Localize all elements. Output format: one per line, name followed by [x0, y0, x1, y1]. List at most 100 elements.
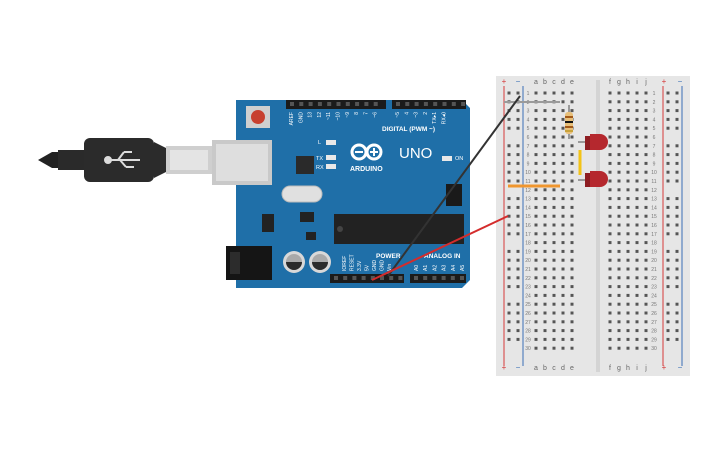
- usb-cable[interactable]: [38, 138, 212, 182]
- breadboard-hole: [644, 320, 648, 324]
- header-hole: [389, 276, 394, 280]
- breadboard-hole: [561, 346, 565, 350]
- rail-hole: [507, 170, 511, 174]
- breadboard-hole: [644, 126, 648, 130]
- breadboard-hole: [617, 188, 621, 192]
- breadboard-hole: [543, 329, 547, 333]
- breadboard-hole: [552, 153, 556, 157]
- l-label: L: [318, 140, 321, 146]
- column-letter: e: [570, 365, 574, 372]
- breadboard-hole: [552, 135, 556, 139]
- led-l-indicator: [326, 140, 336, 145]
- rail-hole: [507, 161, 511, 165]
- rail-hole: [507, 179, 511, 183]
- rail-hole: [675, 232, 679, 236]
- header-hole: [423, 276, 428, 280]
- breadboard-hole: [534, 179, 538, 183]
- column-letter: i: [636, 79, 638, 86]
- breadboard-hole: [635, 346, 639, 350]
- breadboard-hole: [534, 117, 538, 121]
- breadboard-hole: [626, 153, 630, 157]
- breadboard-hole: [608, 91, 612, 95]
- row-number: 19: [525, 249, 531, 255]
- rail-hole: [675, 267, 679, 271]
- breadboard-hole: [644, 329, 648, 333]
- rail-hole: [516, 337, 520, 341]
- row-number: 23: [525, 285, 531, 291]
- brand-label: ARDUINO: [350, 166, 383, 173]
- breadboard-hole: [534, 214, 538, 218]
- led-top[interactable]: [578, 134, 608, 150]
- rail-hole: [507, 267, 511, 271]
- reset-button[interactable]: [246, 106, 270, 128]
- pin-label: 12: [317, 112, 323, 118]
- resistor[interactable]: [565, 105, 573, 139]
- breadboard-hole: [617, 311, 621, 315]
- rail-hole: [666, 117, 670, 121]
- power-header[interactable]: [330, 274, 466, 283]
- breadboard-hole: [543, 170, 547, 174]
- rail-hole: [507, 117, 511, 121]
- digital-header[interactable]: [286, 100, 466, 109]
- led-bottom[interactable]: [578, 171, 608, 187]
- breadboard-hole: [561, 179, 565, 183]
- header-hole: [405, 102, 410, 106]
- row-number: 12: [651, 188, 657, 194]
- row-number: 14: [525, 205, 531, 211]
- breadboard-hole: [617, 302, 621, 306]
- rail-hole: [666, 109, 670, 113]
- wire-black-gnd[interactable]: [387, 95, 521, 277]
- column-letter: c: [552, 365, 556, 372]
- header-hole: [370, 276, 375, 280]
- rail-hole: [507, 232, 511, 236]
- breadboard-hole: [534, 161, 538, 165]
- breadboard-hole: [570, 302, 574, 306]
- breadboard-hole: [570, 144, 574, 148]
- header-hole: [364, 102, 369, 106]
- rail-hole: [507, 276, 511, 280]
- breadboard-hole: [635, 144, 639, 148]
- breadboard-hole: [644, 276, 648, 280]
- breadboard-hole: [561, 249, 565, 253]
- rail-hole: [516, 285, 520, 289]
- breadboard-hole: [617, 329, 621, 333]
- column-letter: g: [617, 365, 621, 372]
- row-number: 28: [651, 329, 657, 335]
- breadboard-hole: [644, 223, 648, 227]
- breadboard-hole: [644, 337, 648, 341]
- breadboard-hole: [608, 135, 612, 139]
- pin-label: GND: [298, 112, 304, 124]
- row-number: 26: [525, 311, 531, 317]
- breadboard-hole: [534, 249, 538, 253]
- breadboard-hole: [570, 337, 574, 341]
- breadboard-hole: [570, 100, 574, 104]
- breadboard-hole: [561, 197, 565, 201]
- header-hole: [451, 102, 456, 106]
- breadboard-hole: [570, 258, 574, 262]
- pin-label: 4: [404, 112, 410, 115]
- rail-hole: [516, 161, 520, 165]
- column-letter: f: [609, 365, 611, 372]
- breadboard-hole: [644, 267, 648, 271]
- rail-hole: [666, 232, 670, 236]
- breadboard-hole: [543, 214, 547, 218]
- breadboard[interactable]: 1122334455667788991010111112121313141415…: [496, 76, 690, 376]
- breadboard-holes: [507, 91, 679, 350]
- wire-red-5v[interactable]: [371, 215, 509, 281]
- rail-sign: −: [678, 363, 683, 372]
- crystal-oscillator: [281, 185, 323, 203]
- header-hole: [290, 102, 294, 106]
- breadboard-hole: [561, 214, 565, 218]
- breadboard-hole: [561, 320, 565, 324]
- capacitors: [283, 251, 331, 273]
- rail-hole: [507, 126, 511, 130]
- row-number: 10: [525, 170, 531, 176]
- breadboard-hole: [570, 109, 574, 113]
- breadboard-hole: [570, 205, 574, 209]
- rail-hole: [666, 179, 670, 183]
- breadboard-hole: [570, 311, 574, 315]
- arduino-uno-board[interactable]: ARDUINO UNO DIGITAL (PWM ~) POWER ANALOG…: [212, 100, 470, 288]
- breadboard-hole: [617, 91, 621, 95]
